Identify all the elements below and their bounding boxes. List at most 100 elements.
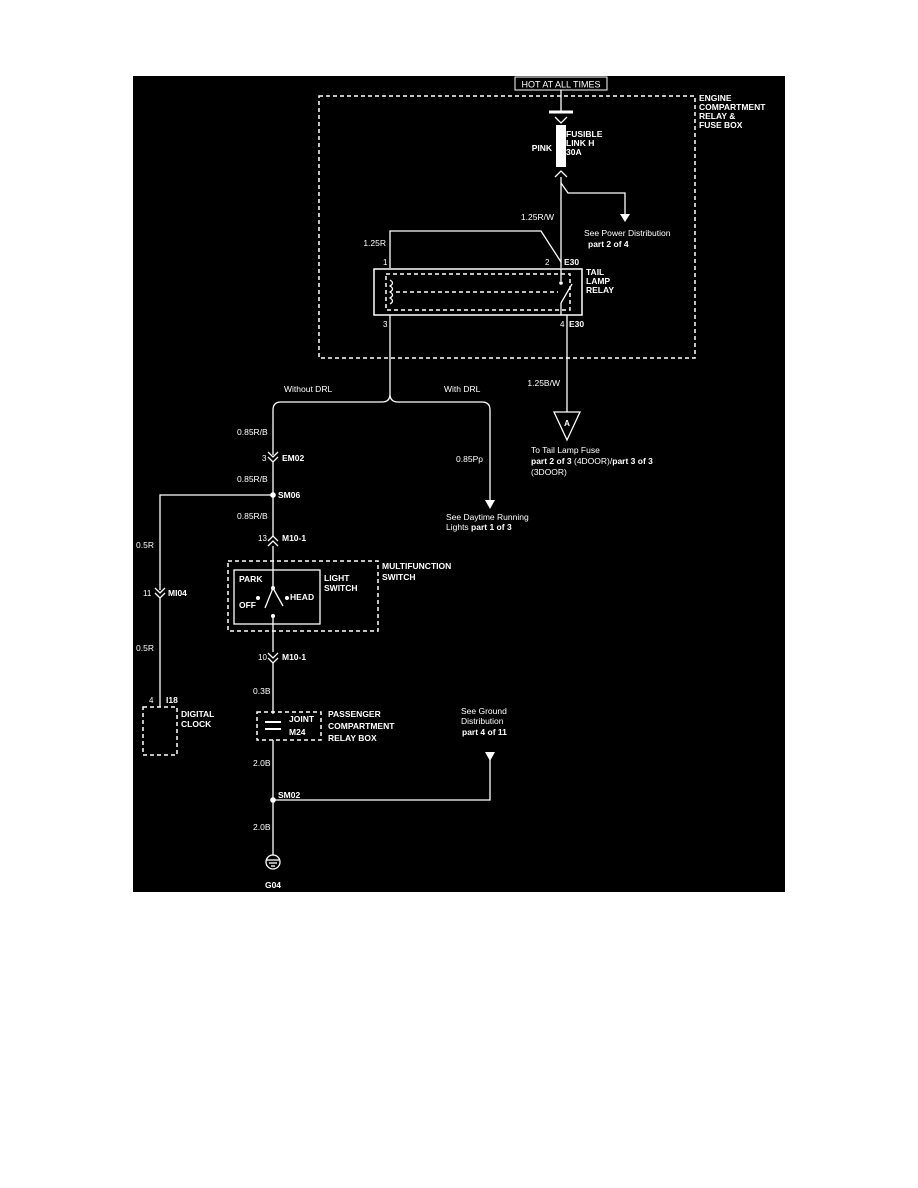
em02-name: EM02 xyxy=(282,453,304,463)
drl-arrow xyxy=(485,500,495,509)
engine-box-line4: FUSE BOX xyxy=(699,120,743,130)
power-dist-line2: part 2 of 4 xyxy=(588,239,629,249)
relay-pin1: 1 xyxy=(383,258,388,267)
power-branch-wire xyxy=(560,182,626,214)
switch-park-label: PARK xyxy=(239,574,263,584)
tail-relay-line1: TAIL xyxy=(586,267,604,277)
m10-bot-pin: 10 xyxy=(258,653,267,662)
relay-contact-arm xyxy=(560,283,573,304)
wire-20b-1-label: 2.0B xyxy=(253,758,271,768)
switch-off-label: OFF xyxy=(239,600,256,610)
switch-common-contact xyxy=(271,614,275,618)
wire-05r-2-label: 0.5R xyxy=(136,643,154,653)
wire-125bw-label: 1.25B/W xyxy=(527,378,560,388)
relay-contact-dot xyxy=(559,281,563,285)
passenger-box-line1: PASSENGER xyxy=(328,709,381,719)
fusible-link-line3: 30A xyxy=(566,147,582,157)
relay-pin4: 4 xyxy=(560,320,565,329)
ground-ref-line1: See Ground xyxy=(461,706,507,716)
joint-line2: M24 xyxy=(289,727,306,737)
joint-m24-box xyxy=(256,711,322,741)
mi04-name: MI04 xyxy=(168,588,187,598)
digital-clock-line2: CLOCK xyxy=(181,719,212,729)
wire-05r-1-label: 0.5R xyxy=(136,540,154,550)
tail-lamp-relay xyxy=(373,268,583,316)
diagram-panel xyxy=(133,76,785,892)
tail-relay-line3: RELAY xyxy=(586,285,614,295)
wire-125r-label: 1.25R xyxy=(363,238,386,248)
sm02-label: SM02 xyxy=(278,790,300,800)
without-drl-label: Without DRL xyxy=(284,384,332,394)
connector-a-label: A xyxy=(564,419,570,428)
passenger-box-line2: COMPARTMENT xyxy=(328,721,395,731)
em02-connector xyxy=(267,451,279,458)
fusible-link-line2: LINK H xyxy=(566,138,594,148)
ground-ref-line2: Distribution xyxy=(461,716,504,726)
switch-head-contact xyxy=(285,596,289,600)
drl-ref-line2: Lights part 1 of 3 xyxy=(446,522,512,532)
ground-dist-wire xyxy=(273,752,491,801)
tail-fuse-line1: To Tail Lamp Fuse xyxy=(531,445,600,455)
mi04-pin: 11 xyxy=(143,589,152,598)
fusible-link-color: PINK xyxy=(532,143,553,153)
i18-name: I18 xyxy=(166,695,178,705)
switch-head-label: HEAD xyxy=(290,592,314,602)
wire-085rb-2-label: 0.85R/B xyxy=(237,474,268,484)
sm06-label: SM06 xyxy=(278,490,300,500)
light-switch-line2: SWITCH xyxy=(324,583,358,593)
fusible-link xyxy=(556,125,566,167)
digital-clock-box xyxy=(142,706,178,756)
engine-box-line2: COMPARTMENT xyxy=(699,102,766,112)
wire-085rb-3-label: 0.85R/B xyxy=(237,511,268,521)
wire-125rw-label: 1.25R/W xyxy=(521,212,554,222)
multifunction-line2: SWITCH xyxy=(382,572,416,582)
connector-a-triangle xyxy=(552,411,582,442)
fuse-bottom-connector xyxy=(554,170,568,178)
engine-box-line3: RELAY & xyxy=(699,111,735,121)
ground-dist-arrow xyxy=(485,752,495,761)
ground-ref-line3: part 4 of 11 xyxy=(462,727,507,737)
switch-wiper-b xyxy=(272,587,284,607)
relay-conn-top: E30 xyxy=(564,257,579,267)
fuse-top-connector xyxy=(554,116,568,124)
drl-option-brace xyxy=(272,393,491,411)
power-branch-arrow xyxy=(620,214,630,222)
tail-fuse-line3: (3DOOR) xyxy=(531,467,567,477)
wire-20b-2-label: 2.0B xyxy=(253,822,271,832)
light-switch-box xyxy=(233,569,321,625)
m10-top-connector xyxy=(267,535,279,542)
tail-lamp-relay-inner xyxy=(385,273,571,311)
drl-ref-line1: See Daytime Running xyxy=(446,512,529,522)
joint-line1: JOINT xyxy=(289,714,315,724)
switch-off-contact xyxy=(256,596,260,600)
passenger-box-line3: RELAY BOX xyxy=(328,733,377,743)
ground-circle xyxy=(265,854,281,870)
m10-top-connector-lower xyxy=(267,540,279,547)
m10-bot-connector xyxy=(267,652,279,659)
ground-label: G04 xyxy=(265,880,281,890)
tail-relay-line2: LAMP xyxy=(586,276,610,286)
engine-box-line1: ENGINE xyxy=(699,93,732,103)
with-drl-label: With DRL xyxy=(444,384,481,394)
m10-top-pin: 13 xyxy=(258,534,267,543)
wire-085pp-label: 0.85Pp xyxy=(456,454,483,464)
em02-pin: 3 xyxy=(262,454,267,463)
wire-05r-1 xyxy=(159,494,273,590)
wire-085rb-1-label: 0.85R/B xyxy=(237,427,268,437)
relay-pin3: 3 xyxy=(383,320,388,329)
multifunction-switch-box xyxy=(227,560,379,632)
mi04-connector xyxy=(154,587,166,594)
switch-wiper-a xyxy=(264,587,274,609)
hot-label: HOT AT ALL TIMES xyxy=(521,80,600,90)
wire-03b-label: 0.3B xyxy=(253,686,271,696)
relay-conn-bottom: E30 xyxy=(569,319,584,329)
wire-125r xyxy=(389,230,562,268)
relay-pin2: 2 xyxy=(545,258,550,267)
tail-fuse-line2: part 2 of 3 (4DOOR)/part 3 of 3 xyxy=(531,456,653,466)
multifunction-line1: MULTIFUNCTION xyxy=(382,561,451,571)
m10-bot-name: M10-1 xyxy=(282,652,306,662)
engine-relay-box xyxy=(318,95,696,359)
power-dist-line1: See Power Distribution xyxy=(584,228,671,238)
fusible-link-line1: FUSIBLE xyxy=(566,129,603,139)
